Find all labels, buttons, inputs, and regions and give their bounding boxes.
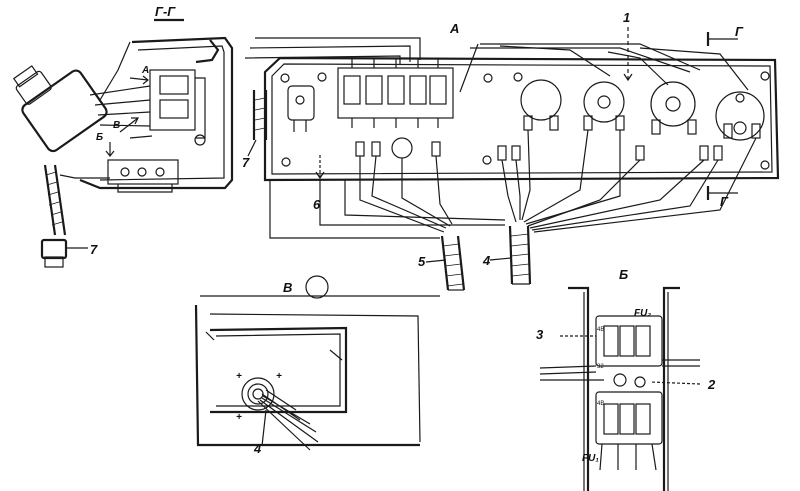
- svg-text:+: +: [276, 371, 282, 382]
- panel-view-a: [244, 32, 780, 291]
- callout-4-view: 4: [253, 441, 262, 456]
- svg-text:+: +: [236, 412, 242, 423]
- label-cut-bottom: Г: [720, 194, 729, 209]
- svg-text:4B: 4B: [597, 401, 604, 407]
- label-arrow-a: А: [141, 65, 149, 76]
- label-fu2: FU₂: [634, 308, 651, 319]
- label-view-b: Б: [619, 267, 628, 282]
- label-cut-top: Г: [735, 24, 744, 39]
- svg-text:32: 32: [597, 364, 604, 370]
- label-view-a: А: [449, 21, 459, 36]
- view-v: + + +: [194, 275, 440, 451]
- label-arrow-b: Б: [96, 132, 103, 143]
- label-arrow-v: В: [113, 120, 120, 131]
- callout-7-section: 7: [90, 242, 98, 257]
- callout-2: 2: [707, 377, 716, 392]
- callout-4-main: 4: [482, 253, 491, 268]
- callout-6: 6: [313, 197, 321, 212]
- callout-1: 1: [623, 10, 630, 25]
- svg-text:4B: 4B: [597, 327, 604, 333]
- callout-7-left: 7: [242, 155, 250, 170]
- label-view-v: В: [283, 280, 292, 295]
- svg-text:+: +: [236, 371, 242, 382]
- section-gg-view: [12, 18, 234, 268]
- label-fu1: FU₁: [582, 453, 599, 464]
- callout-3: 3: [536, 327, 544, 342]
- label-section-gg: Г-Г: [155, 4, 176, 19]
- view-b: 4B 4B 32: [539, 286, 701, 491]
- callout-5: 5: [418, 254, 426, 269]
